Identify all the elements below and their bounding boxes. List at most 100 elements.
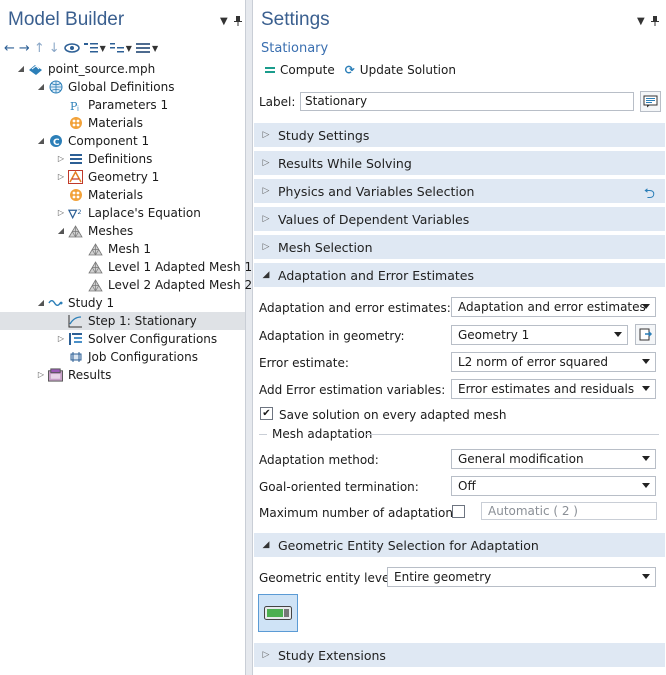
expand-arrow-icon[interactable]: ▷: [57, 172, 65, 181]
error-estimate-row: Error estimate: L2 norm of error squared: [259, 352, 659, 374]
show-icon[interactable]: [63, 39, 80, 57]
section-study-settings[interactable]: ▷ Study Settings: [254, 123, 665, 147]
mesh-icon: [68, 224, 83, 238]
model-builder-title: Model Builder: [8, 9, 125, 30]
tree-item[interactable]: Level 2 Adapted Mesh 2: [0, 276, 252, 294]
geom-entity-level-select[interactable]: Entire geometry: [387, 567, 656, 587]
section-geom-entity[interactable]: ◢ Geometric Entity Selection for Adaptat…: [254, 533, 665, 557]
materials-icon: [68, 188, 83, 202]
collapse-arrow-icon[interactable]: ◢: [57, 226, 65, 235]
section-adaptation[interactable]: ◢ Adaptation and Error Estimates: [254, 263, 665, 287]
expand-all-icon[interactable]: ▼: [109, 39, 132, 57]
field-label: Save solution on every adapted mesh: [279, 408, 507, 422]
collapse-arrow-icon[interactable]: ◢: [37, 298, 45, 307]
tree-item[interactable]: ◢point_source.mph: [0, 60, 245, 78]
tree-item[interactable]: Level 1 Adapted Mesh 1: [0, 258, 252, 276]
move-down-icon[interactable]: ↓: [48, 40, 60, 56]
save-solution-checkbox[interactable]: ✔: [260, 407, 273, 420]
job-icon: [68, 350, 83, 364]
expand-arrow-icon[interactable]: ▷: [37, 370, 45, 379]
collapse-all-icon[interactable]: ▼: [83, 39, 106, 57]
max-adaptations-input[interactable]: Automatic ( 2 ): [481, 502, 657, 520]
field-label: Error estimate:: [259, 356, 349, 370]
tree-item[interactable]: ▷Geometry 1: [0, 168, 245, 186]
expand-arrow-icon: ▷: [262, 130, 270, 140]
adaptation-method-select[interactable]: General modification: [451, 449, 656, 469]
list-view-icon[interactable]: ▼: [135, 39, 158, 57]
tree-item-label: Parameters 1: [88, 98, 169, 112]
settings-pin-icon[interactable]: [651, 16, 659, 29]
label-input[interactable]: Stationary: [300, 92, 634, 111]
adaptation-geometry-select[interactable]: Geometry 1: [451, 325, 628, 345]
error-estimate-select[interactable]: L2 norm of error squared: [451, 352, 656, 372]
update-solution-label: Update Solution: [359, 63, 456, 77]
pin-icon[interactable]: [234, 16, 242, 29]
expand-arrow-icon[interactable]: ▷: [57, 208, 65, 217]
update-solution-button[interactable]: ⟳ Update Solution: [345, 63, 456, 77]
tree-item[interactable]: Step 1: Stationary: [0, 312, 245, 330]
svg-text:C: C: [53, 138, 60, 148]
tree-item[interactable]: ▷Results: [0, 366, 245, 384]
tree-item[interactable]: Materials: [0, 114, 245, 132]
collapse-arrow-icon: ◢: [262, 540, 270, 550]
adaptation-method-row: Adaptation method: General modification: [259, 449, 659, 471]
forward-arrow-icon[interactable]: →: [18, 40, 30, 56]
refresh-icon: ⟳: [344, 63, 355, 77]
tree-item[interactable]: Mesh 1: [0, 240, 245, 258]
section-mesh-selection[interactable]: ▷ Mesh Selection: [254, 235, 665, 259]
mesh-adaptation-group: Mesh adaptation: [259, 427, 659, 441]
tree-item[interactable]: Materials: [0, 186, 245, 204]
adaptation-estimates-select[interactable]: Adaptation and error estimates: [451, 297, 656, 317]
section-physics-selection[interactable]: ▷ Physics and Variables Selection ⮌: [254, 179, 665, 203]
goal-termination-row: Goal-oriented termination: Off: [259, 476, 659, 498]
field-label: Adaptation and error estimates:: [259, 301, 451, 315]
section-study-extensions[interactable]: ▷ Study Extensions: [254, 643, 665, 667]
geometry-toggle-button[interactable]: [258, 594, 298, 632]
adaptation-estimates-row: Adaptation and error estimates: Adaptati…: [259, 297, 659, 319]
expand-arrow-icon[interactable]: ▷: [57, 154, 65, 163]
field-label: Geometric entity level:: [259, 571, 397, 585]
goal-termination-select[interactable]: Off: [451, 476, 656, 496]
tree-item[interactable]: ▷Definitions: [0, 150, 245, 168]
laplace-icon: 2: [68, 206, 83, 220]
compute-button[interactable]: Compute: [265, 63, 335, 77]
expand-arrow-icon: ▷: [262, 214, 270, 224]
model-icon: [28, 62, 43, 76]
collapse-arrow-icon[interactable]: ◢: [17, 64, 25, 73]
component-icon: C: [48, 134, 63, 148]
tree-item-label: Solver Configurations: [88, 332, 218, 346]
tree-item-label: Mesh 1: [108, 242, 152, 256]
expand-arrow-icon[interactable]: ▷: [57, 334, 65, 343]
settings-menu-icon[interactable]: ▼: [637, 16, 645, 27]
section-dependent-values[interactable]: ▷ Values of Dependent Variables: [254, 207, 665, 231]
tree-item[interactable]: ◢Global Definitions: [0, 78, 245, 96]
collapse-arrow-icon[interactable]: ◢: [37, 82, 45, 91]
section-title: Results While Solving: [278, 155, 412, 171]
select-value: Adaptation and error estimates: [458, 300, 646, 314]
go-to-source-button[interactable]: [635, 324, 656, 345]
label-row: Label: Stationary: [259, 91, 661, 112]
collapse-arrow-icon[interactable]: ◢: [37, 136, 45, 145]
svg-text:i: i: [77, 105, 79, 112]
back-arrow-icon[interactable]: ←: [4, 40, 15, 56]
select-value: Entire geometry: [394, 570, 492, 584]
section-title: Physics and Variables Selection: [278, 183, 475, 199]
tree-item[interactable]: ◢ Meshes: [0, 222, 245, 240]
move-up-icon[interactable]: ↑: [33, 40, 45, 56]
tree-item[interactable]: ▷ Solver Configurations: [0, 330, 245, 348]
max-adaptations-checkbox[interactable]: [452, 505, 465, 518]
tree-item[interactable]: ◢Study 1: [0, 294, 245, 312]
tree-item-label: Meshes: [88, 224, 134, 238]
tree-item-label: Level 2 Adapted Mesh 2: [108, 278, 253, 292]
reset-icon[interactable]: ⮌: [643, 186, 655, 202]
pane-menu-icon[interactable]: ▼: [220, 16, 228, 27]
section-results-while-solving[interactable]: ▷ Results While Solving: [254, 151, 665, 175]
label-edit-button[interactable]: [640, 91, 661, 112]
section-title: Study Settings: [278, 127, 370, 143]
error-variables-select[interactable]: Error estimates and residuals: [451, 379, 656, 399]
tree-item[interactable]: Job Configurations: [0, 348, 245, 366]
